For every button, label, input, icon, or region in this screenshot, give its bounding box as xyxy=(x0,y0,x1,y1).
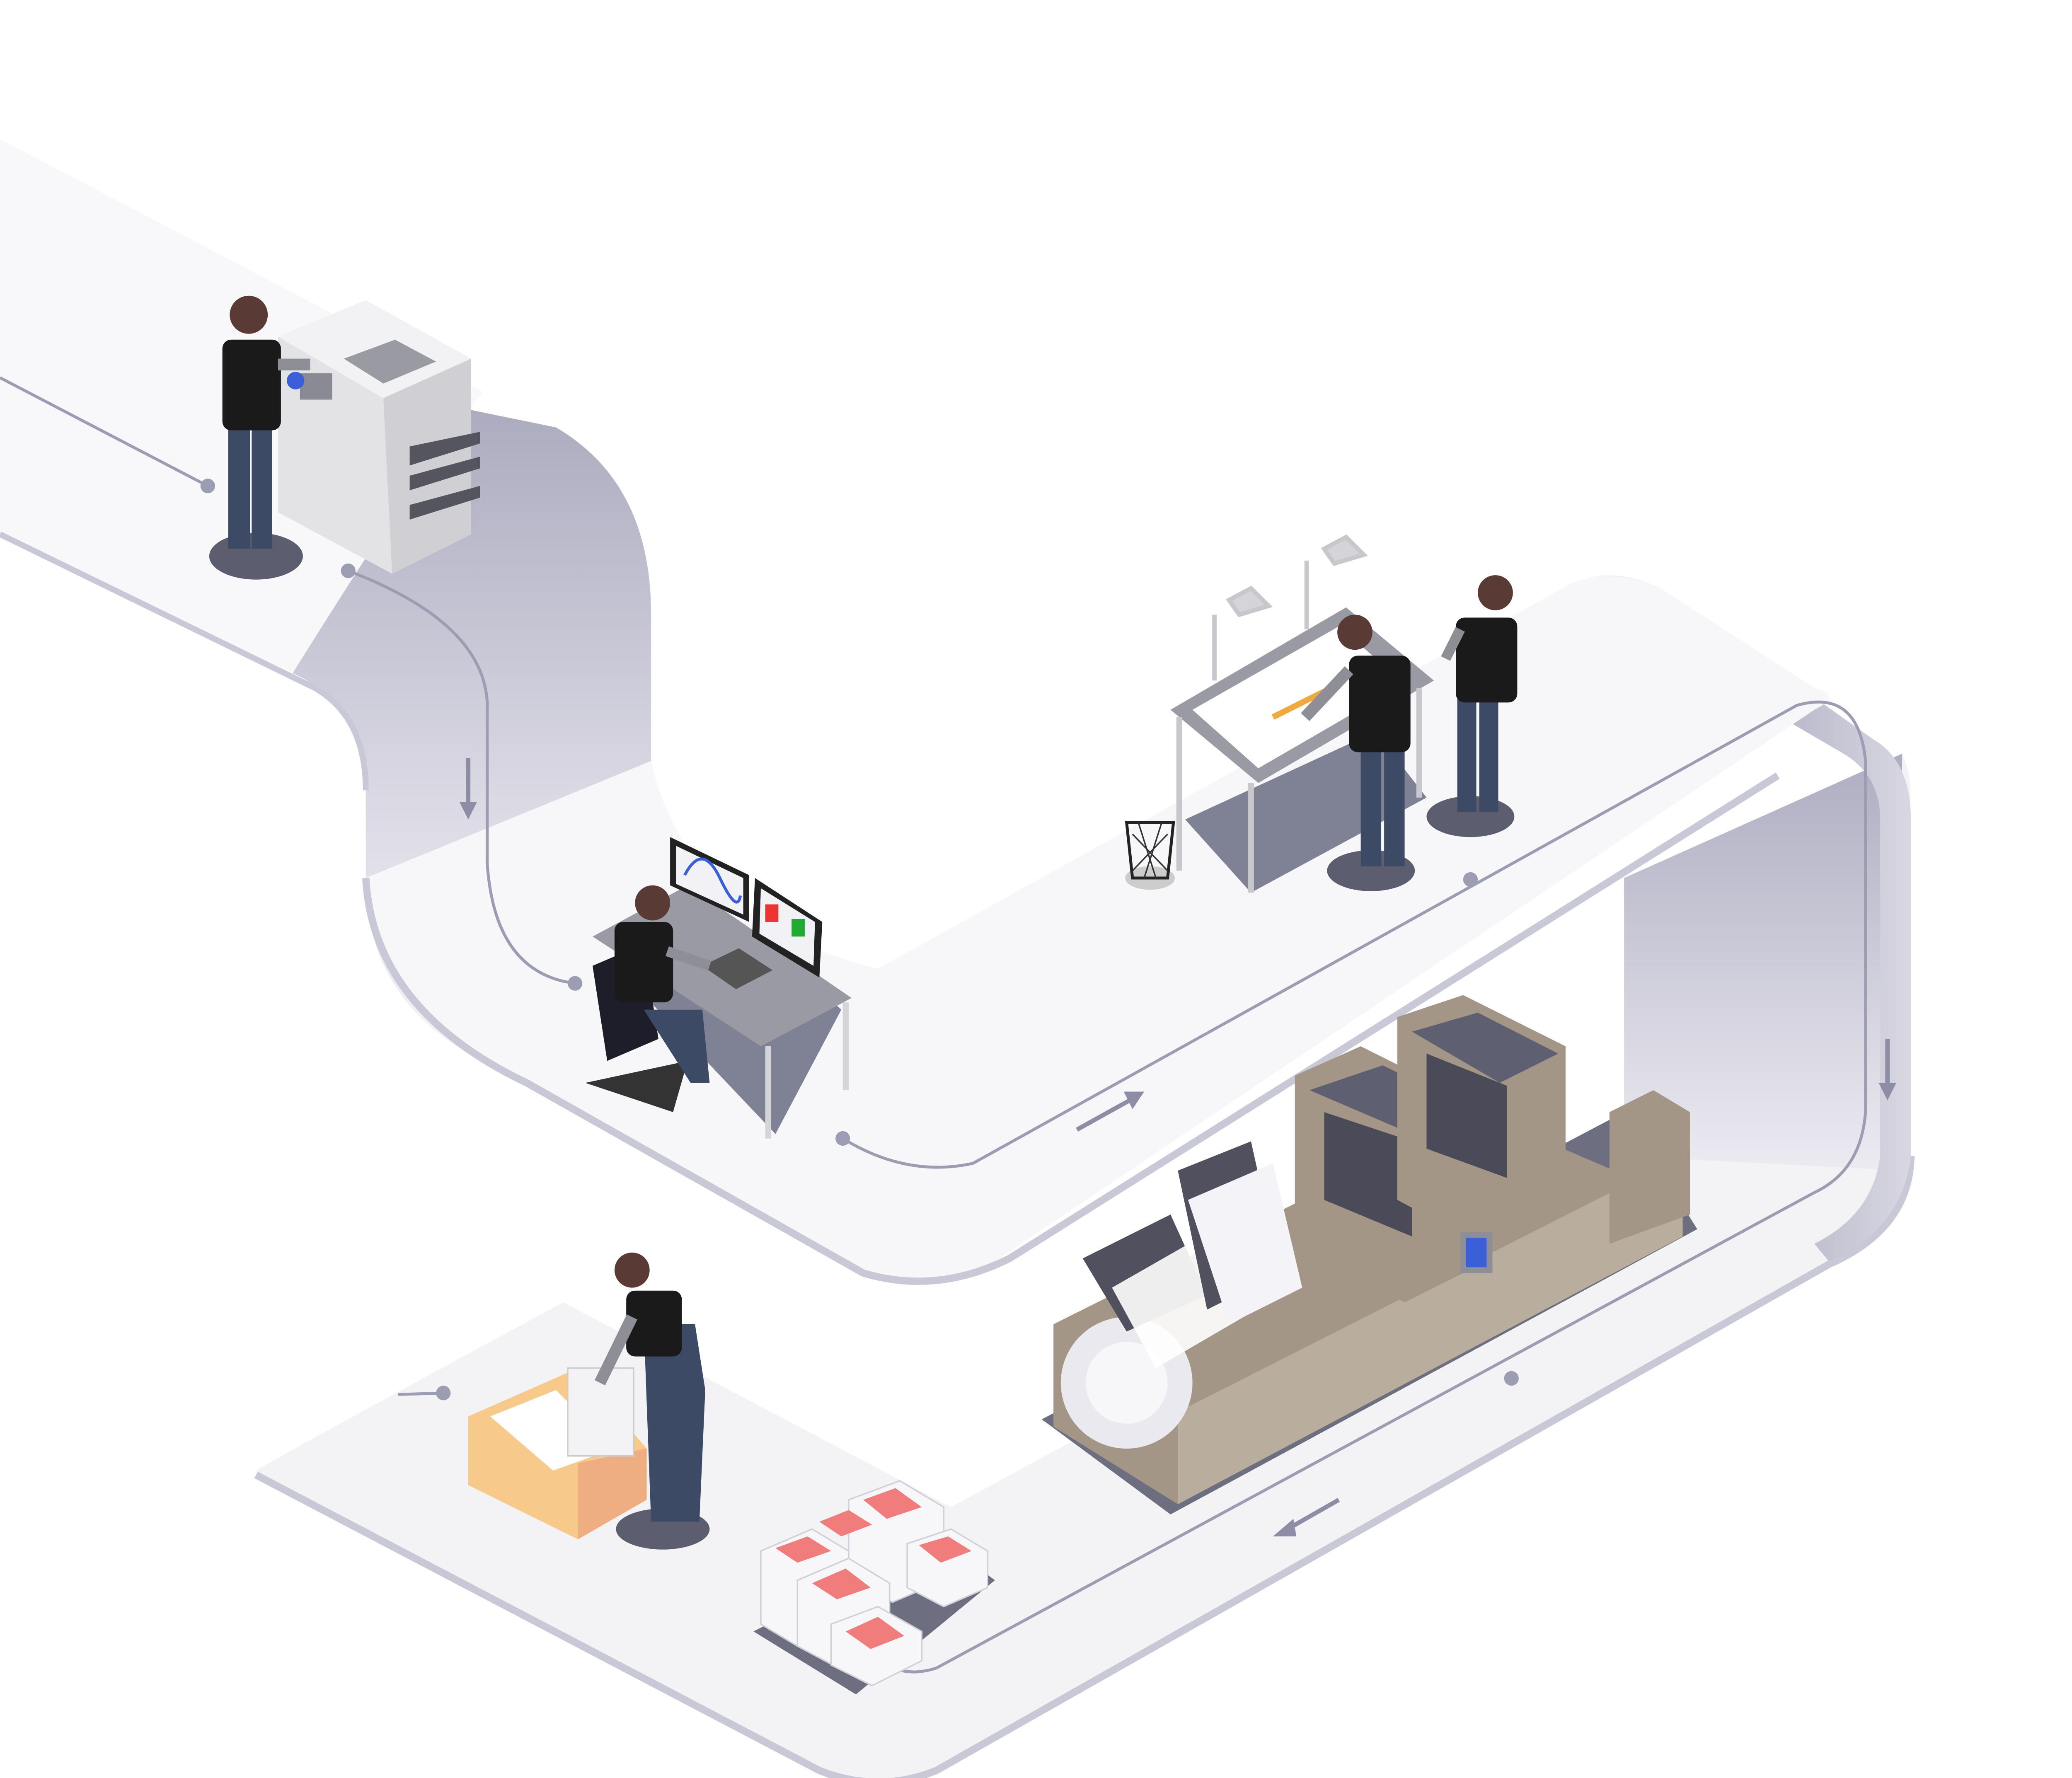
printed-paper-stacks xyxy=(753,1480,995,1695)
flow-path xyxy=(0,376,1867,1674)
packer-worker xyxy=(594,1252,710,1550)
designer-seated xyxy=(585,885,712,1112)
operator-woman xyxy=(209,295,310,580)
flow-dots xyxy=(200,479,1519,1401)
supervisor-standing xyxy=(1426,575,1518,837)
right-loop-wall xyxy=(1580,575,1911,1262)
copier-machine xyxy=(278,300,480,574)
flow-arrow-icons xyxy=(459,758,1896,1536)
designer-drawing xyxy=(1301,614,1415,891)
printing-press xyxy=(1041,995,1697,1514)
wastebasket xyxy=(1125,821,1175,890)
packing-box xyxy=(468,1367,647,1539)
